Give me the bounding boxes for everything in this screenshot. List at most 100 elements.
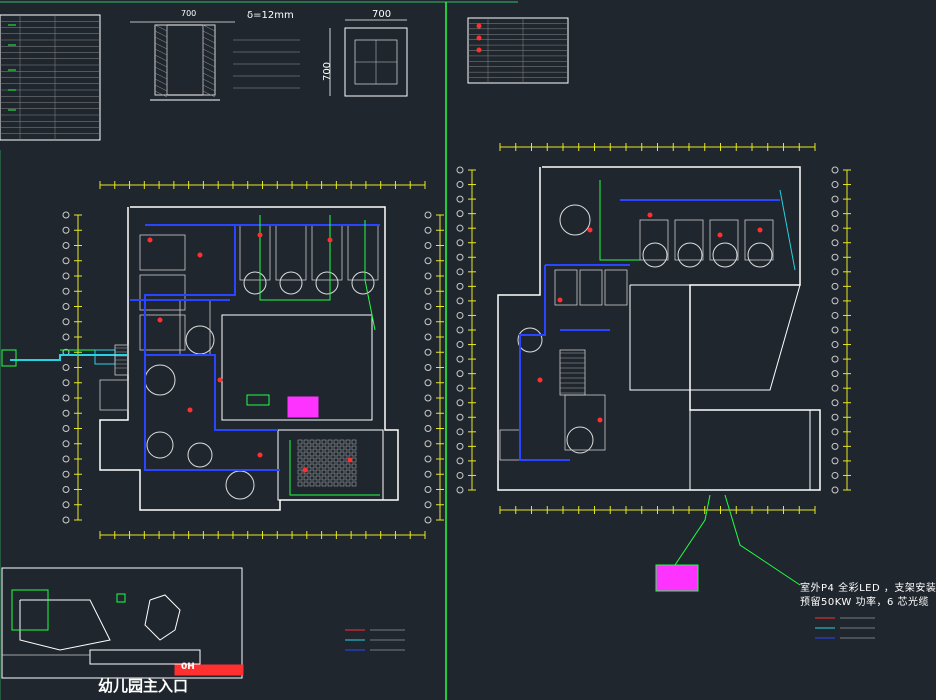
hatch xyxy=(202,24,216,32)
axis-bubble xyxy=(456,486,464,494)
axis-bubble xyxy=(424,409,432,417)
activity-area xyxy=(712,242,738,268)
hatch xyxy=(154,24,168,32)
axis-bubble xyxy=(62,333,70,341)
auditorium-seat xyxy=(333,463,339,469)
auditorium-seat xyxy=(315,463,321,469)
conduit-run xyxy=(145,354,278,431)
axis-bubble xyxy=(424,348,432,356)
auditorium-seat xyxy=(321,469,327,475)
axis-bubble xyxy=(424,501,432,509)
building-outline xyxy=(497,166,821,491)
axis-bubble xyxy=(456,355,464,363)
hatch xyxy=(154,72,168,80)
auditorium-seat xyxy=(315,475,321,481)
axis-bubble xyxy=(456,195,464,203)
auditorium-seat xyxy=(345,463,351,469)
axis-bubble xyxy=(62,211,70,219)
axis-bubble xyxy=(831,471,839,479)
axis-bubble xyxy=(424,257,432,265)
sheet-frames xyxy=(0,1,518,700)
axis-bubble xyxy=(831,195,839,203)
auditorium-seat xyxy=(351,481,357,487)
axis-bubble xyxy=(456,428,464,436)
auditorium-seat xyxy=(339,445,345,451)
device-point xyxy=(557,297,563,303)
cad-drawing-canvas xyxy=(0,1,875,700)
auditorium-seat xyxy=(351,475,357,481)
device-point xyxy=(717,232,723,238)
room xyxy=(604,269,628,306)
cable-run xyxy=(599,180,640,261)
auditorium-seat xyxy=(303,451,309,457)
site-building xyxy=(11,589,49,631)
led-screen-symbol xyxy=(655,564,699,592)
axis-bubble xyxy=(831,166,839,174)
axis-bubble xyxy=(424,364,432,371)
auditorium-seat xyxy=(333,469,339,475)
auditorium-seat xyxy=(303,439,309,445)
axis-bubble xyxy=(62,470,70,478)
auditorium-seat xyxy=(303,445,309,451)
axis-bubble xyxy=(424,470,432,478)
building-outline xyxy=(99,206,399,511)
auditorium-seat xyxy=(333,451,339,457)
device-point xyxy=(257,452,263,458)
hatch xyxy=(154,84,168,92)
hatch xyxy=(154,48,168,56)
auditorium-seat xyxy=(309,451,315,457)
site-gate xyxy=(89,649,201,665)
auditorium xyxy=(277,429,384,501)
room xyxy=(579,269,603,306)
courtyard xyxy=(629,284,801,391)
axis-bubble xyxy=(424,287,432,295)
activity-area xyxy=(187,442,213,468)
auditorium-seat xyxy=(309,475,315,481)
hatch xyxy=(202,60,216,68)
guard-room xyxy=(99,379,129,411)
axis-bubble xyxy=(831,384,839,392)
auditorium-seat xyxy=(339,457,345,463)
hatch xyxy=(202,72,216,80)
auditorium-seat xyxy=(351,469,357,475)
auditorium-seat xyxy=(333,457,339,463)
auditorium-seat xyxy=(339,451,345,457)
axis-bubble xyxy=(456,282,464,290)
device-point xyxy=(302,467,308,473)
axis-bubble xyxy=(62,318,70,326)
stair xyxy=(499,429,521,461)
axis-bubble xyxy=(456,384,464,392)
device-point xyxy=(257,232,263,238)
auditorium-seat xyxy=(309,469,315,475)
axis-bubble xyxy=(424,318,432,326)
auditorium-seat xyxy=(297,481,303,487)
auditorium-seat xyxy=(315,481,321,487)
axis-bubble xyxy=(424,440,432,448)
axis-bubble xyxy=(831,413,839,421)
auditorium-seat xyxy=(351,451,357,457)
axis-bubble xyxy=(456,239,464,247)
auditorium-seat xyxy=(309,463,315,469)
classroom xyxy=(639,219,669,261)
hall xyxy=(689,409,811,491)
axis-bubble xyxy=(831,311,839,319)
auditorium-seat xyxy=(321,481,327,487)
activity-area xyxy=(351,271,375,295)
auditorium-seat xyxy=(297,451,303,457)
axis-bubble xyxy=(456,311,464,319)
axis-bubble xyxy=(831,442,839,450)
axis-bubble xyxy=(831,341,839,349)
auditorium-seat xyxy=(345,445,351,451)
auditorium-seat xyxy=(345,451,351,457)
axis-bubble xyxy=(62,486,70,493)
hatch xyxy=(202,54,216,62)
led-screen-symbol xyxy=(287,396,319,418)
classroom xyxy=(709,219,739,261)
hatch xyxy=(202,30,216,38)
auditorium-seat xyxy=(339,463,345,469)
axis-bubble xyxy=(456,253,464,261)
axis-bubble xyxy=(424,455,432,463)
auditorium-seat xyxy=(297,463,303,469)
axis-bubble xyxy=(456,210,464,218)
classroom xyxy=(744,219,774,261)
